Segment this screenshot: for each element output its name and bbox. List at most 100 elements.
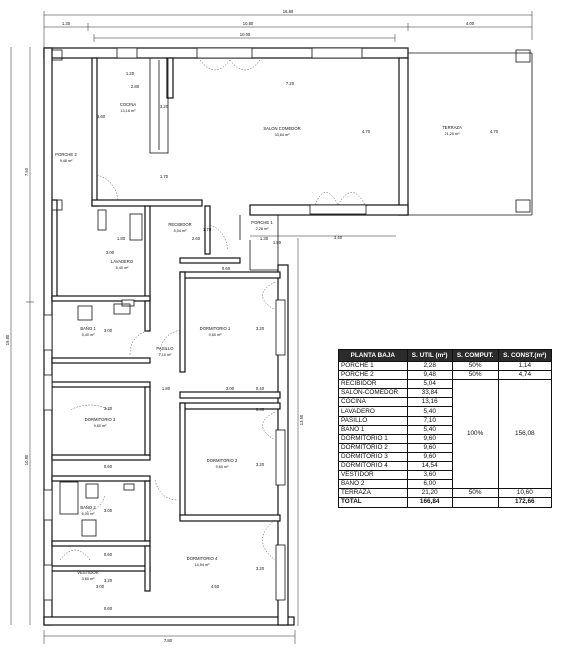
row-util: 9,60: [406, 451, 453, 463]
row-util: 14,54: [406, 461, 453, 472]
area-summary-table: PLANTA BAJA S. UTIL (m²) S. COMPUT. S. C…: [338, 349, 553, 508]
dim-top-inner: 10.00: [240, 32, 251, 37]
room-dorm4-name: DORMITORIO 4: [187, 556, 218, 561]
dim-d4-w: 4.50: [211, 584, 220, 589]
room-dorm1-area: 9,60 m²: [209, 333, 223, 337]
row-name: DORMITORIO 4: [338, 461, 408, 472]
dim-salon-h: 4.70: [362, 129, 371, 134]
room-bano2-area: 6,00 m²: [82, 512, 96, 516]
row-const: 4,74: [497, 370, 553, 381]
row-util: 9,48: [406, 370, 453, 381]
dim-top-total: 16.80: [283, 9, 294, 14]
room-recibidor-area: 5,04 m²: [174, 229, 188, 233]
table-total-row: TOTAL 166,84 172,66: [338, 497, 553, 508]
room-lavadero-name: LAVADERO: [111, 259, 134, 264]
room-bano1-name: BAÑO 1: [80, 326, 96, 331]
row-name: PORCHE 1: [338, 360, 408, 372]
table-row: DORMITORIO 1 9,60: [338, 433, 552, 444]
dim-kitchen-d: 3.20: [160, 104, 169, 109]
dim-d4-h: 3.20: [256, 566, 265, 571]
total-comput-empty: [451, 497, 499, 508]
row-name: TERRAZA: [338, 488, 408, 499]
row-name: DORMITORIO 3: [338, 451, 408, 463]
table-row: DORMITORIO 4 14,54: [338, 461, 552, 472]
dim-left-upper: 7.50: [24, 167, 29, 176]
dim-lav-w: 0.60: [222, 266, 231, 271]
dim-pasillo-w2: 2.60: [192, 236, 201, 241]
merged-comput: 100%: [451, 379, 499, 490]
dim-porche1-run: 3.40: [334, 235, 343, 240]
row-util: 5,40: [406, 406, 453, 417]
table-row: BAÑO 2 6,00: [338, 479, 552, 490]
row-const: 10,60: [497, 488, 553, 499]
table-row: VESTIDOR 3,60: [338, 470, 552, 481]
dim-mid-w2: 3.00: [226, 386, 235, 391]
dim-terraza-h: 4.70: [490, 129, 499, 134]
row-util: 21,20: [406, 488, 453, 499]
row-name: VESTIDOR: [338, 470, 408, 481]
dim-kitchen-low: 1.70: [160, 174, 169, 179]
row-comput: 50%: [451, 370, 499, 381]
row-name: PORCHE 2: [338, 370, 408, 381]
room-lavadero-area: 5,40 m²: [116, 266, 130, 270]
dim-porche1-h: 1.90: [273, 240, 282, 245]
dim-bano2-low: 0.60: [104, 552, 113, 557]
room-terraza-area: 21,20 m²: [445, 132, 461, 136]
row-util: 5,04: [406, 379, 453, 390]
room-bano2-name: BAÑO 2: [80, 505, 96, 510]
row-name: BAÑO 2: [338, 479, 408, 490]
table-header-cell: PLANTA BAJA: [338, 349, 408, 362]
table-row: PASILLO 7,10: [338, 415, 552, 426]
dim-kitchen-h: 3.60: [97, 114, 106, 119]
room-porche1-area: 2,28 m²: [256, 227, 270, 231]
room-cocina-name: COCINA: [120, 102, 136, 107]
merged-const: 156,08: [497, 379, 553, 490]
dim-top-mid: 10.80: [243, 21, 254, 26]
dim-top-right: 4.00: [466, 21, 475, 26]
room-terraza-name: TERRAZA: [442, 125, 462, 130]
dim-lav-h: 3.00: [106, 250, 115, 255]
row-name: LAVADERO: [338, 406, 408, 417]
dim-porche1-w: 1.30: [260, 236, 269, 241]
windows: [43, 47, 367, 601]
dim-bottom-total: 7.80: [164, 638, 173, 643]
dim-d2-h: 0.40: [256, 407, 265, 412]
table-header-row: PLANTA BAJA S. UTIL (m²) S. COMPUT. S. C…: [338, 349, 553, 362]
row-name: COCINA: [338, 397, 408, 408]
room-dorm2-name: DORMITORIO 2: [207, 458, 238, 463]
room-porche1-name: PORCHE 1: [251, 220, 273, 225]
room-labels: COCINA 13,16 m² SALON COMEDOR 33,84 m² T…: [55, 102, 462, 581]
row-util: 9,60: [406, 442, 453, 453]
dim-top-left: 1.30: [62, 21, 71, 26]
dim-kitchen-w1: 1.20: [126, 71, 135, 76]
total-name: TOTAL: [338, 497, 408, 508]
door-swings: [59, 59, 366, 561]
room-pasillo-name: PASILLO: [156, 346, 174, 351]
table-row: DORMITORIO 2 9,60: [338, 442, 552, 453]
dimension-lines: [10, 11, 533, 644]
room-bano1-area: 5,40 m²: [82, 333, 96, 337]
dim-bano2-h: 3.00: [104, 508, 113, 513]
dim-kitchen-w2: 2.80: [131, 84, 140, 89]
dim-right-inner: 13.50: [299, 414, 304, 425]
table-row: PORCHE 2 9,48 50% 4,74: [338, 370, 553, 381]
row-name: RECIBIDOR: [338, 379, 408, 390]
room-dorm3-area: 9,60 m²: [94, 424, 108, 428]
dim-vest-low: 0.60: [104, 606, 113, 611]
row-util: 13,16: [406, 397, 453, 408]
row-util: 9,60: [406, 433, 453, 444]
dim-left-lower: 10.80: [24, 454, 29, 465]
table-row: RECIBIDOR 5,04 100% 156,08: [338, 379, 553, 490]
room-vestidor-area: 3,60 m²: [82, 577, 96, 581]
row-util: 5,40: [406, 424, 453, 435]
dim-salon-w: 7.20: [286, 81, 295, 86]
table-row: PORCHE 1 2,28 50% 1,14: [338, 360, 553, 372]
dim-dorm3-h: 3.20: [104, 406, 113, 411]
dim-dorm3-low: 0.60: [104, 464, 113, 469]
table-row: LAVADERO 5,40: [338, 406, 552, 417]
room-salon-area: 33,84 m²: [275, 133, 291, 137]
dim-d1-h: 3.20: [256, 326, 265, 331]
row-util: 2,28: [406, 360, 453, 372]
row-name: PASILLO: [338, 415, 408, 426]
